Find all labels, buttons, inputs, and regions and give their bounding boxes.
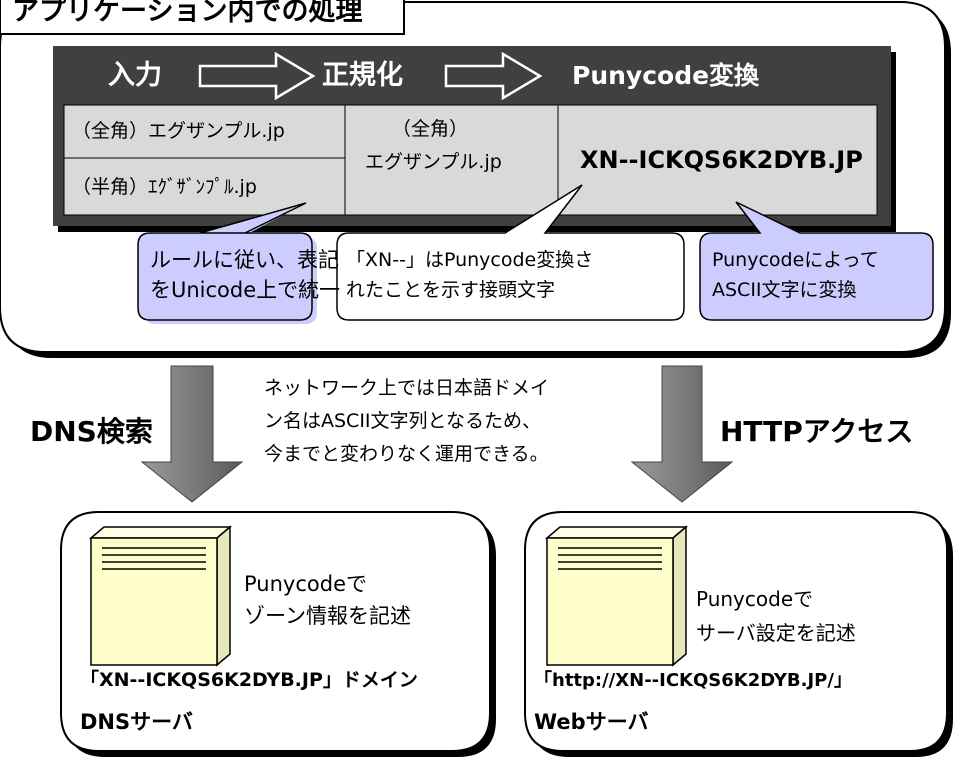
flow-arrow-input-to-normalize	[198, 51, 316, 101]
header-punycode-label: Punycode変換	[572, 61, 760, 90]
callout-normalize-line1: ルールに従い、表記	[150, 248, 339, 272]
fullwidth-input-text: （全角）エグザンプル.jp	[72, 120, 285, 142]
callout-ascii-line1: Punycodeによって	[712, 249, 879, 271]
network-note-line3: 今までと変わりなく運用できる。	[264, 443, 549, 465]
web-server-note-line2: サーバ設定を記述	[696, 621, 856, 645]
callout-ascii	[699, 201, 934, 321]
http-access-label: HTTPアクセス	[720, 415, 914, 448]
header-normalize-label: 正規化	[322, 60, 403, 91]
web-server-name: Webサーバ	[534, 710, 649, 734]
cell-punycode	[557, 104, 878, 216]
normalized-text-line1: （全角）	[392, 118, 469, 140]
callout-prefix	[336, 184, 685, 321]
dns-domain-line: 「XN--ICKQS6K2DYB.JP」ドメイン	[80, 669, 418, 691]
down-arrow-dns	[140, 365, 244, 503]
network-note-line2: ン名はASCII文字列となるため、	[264, 410, 541, 432]
callout-ascii-line2: ASCII文字に変換	[712, 279, 857, 301]
network-note-line1: ネットワーク上では日本語ドメイ	[264, 377, 550, 399]
server-tower-icon-web	[544, 525, 689, 667]
dns-server-note: Punycodeで ゾーン情報を記述	[244, 568, 411, 632]
section-title-box	[0, 0, 405, 35]
cell-normalized	[344, 104, 559, 216]
down-arrow-http	[630, 365, 734, 503]
punycode-result-text: XN--ICKQS6K2DYB.JP	[580, 146, 863, 174]
dns-server-note-line1: Punycodeで	[244, 572, 367, 596]
dns-server-note-line2: ゾーン情報を記述	[244, 604, 411, 628]
web-server-note: Punycodeで サーバ設定を記述	[696, 582, 856, 650]
callout-prefix-line1: 「XN--」はPunycode変換さ	[346, 249, 594, 271]
halfwidth-input-text: （半角）ｴｸﾞｻﾞﾝﾌﾟﾙ.jp	[72, 176, 257, 198]
callout-prefix-line2: れたことを示す接頭文字	[346, 279, 556, 301]
callout-normalize	[137, 202, 317, 324]
server-tower-icon-dns	[88, 525, 233, 667]
normalized-text-line2: エグザンプル.jp	[365, 151, 502, 173]
header-input-label: 入力	[108, 60, 162, 91]
callout-normalize-text: ルールに従い、表記 をUnicode上で統一	[150, 245, 340, 305]
callout-normalize-line2: をUnicode上で統一	[150, 278, 341, 302]
section-title: アプリケーション内での処理	[12, 0, 363, 27]
dns-lookup-label: DNS検索	[30, 415, 153, 448]
web-url-line: 「http://XN--ICKQS6K2DYB.JP/」	[534, 670, 852, 691]
network-note: ネットワーク上では日本語ドメイ ン名はASCII文字列となるため、 今までと変わ…	[264, 372, 549, 471]
dns-server-name: DNSサーバ	[80, 710, 193, 734]
callout-prefix-text: 「XN--」はPunycode変換さ れたことを示す接頭文字	[346, 245, 593, 305]
flow-arrow-normalize-to-punycode	[444, 51, 543, 101]
web-server-note-line1: Punycodeで	[696, 587, 814, 611]
callout-ascii-text: Punycodeによって ASCII文字に変換	[712, 245, 879, 305]
